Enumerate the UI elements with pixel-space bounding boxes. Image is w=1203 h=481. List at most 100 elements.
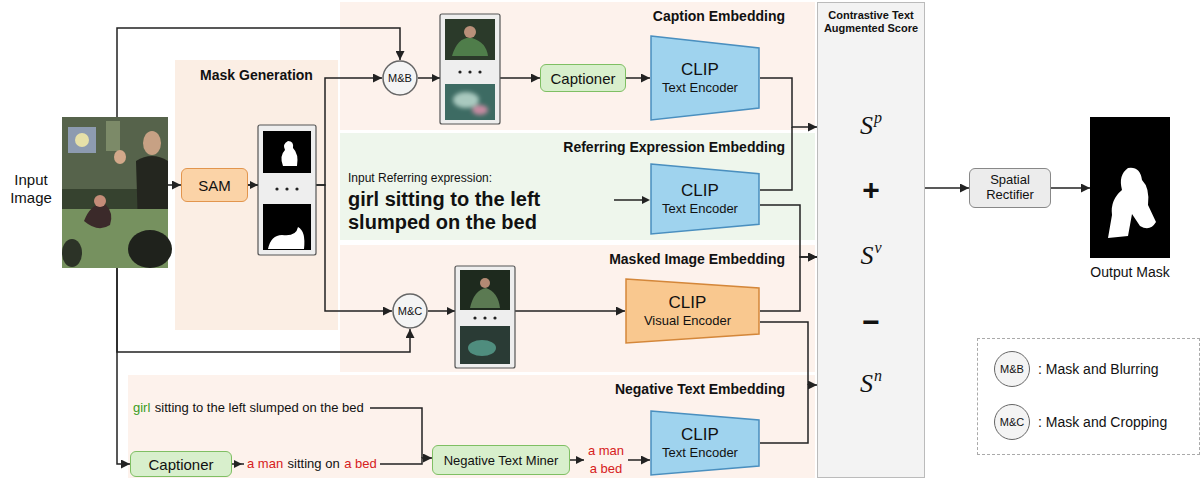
node-label: CLIP (669, 293, 707, 313)
label-group: + (817, 173, 925, 206)
score-symbol: p (874, 110, 882, 126)
label-group: − (817, 305, 925, 338)
node-label: SAM (198, 177, 231, 194)
drawing-part (472, 105, 488, 115)
drawing-part (760, 322, 808, 385)
drawing-part (468, 340, 496, 356)
drawing-part (370, 408, 422, 458)
label-group: a mansitting ona bed (244, 456, 380, 471)
score-symbol: S (860, 368, 873, 399)
captioner-box: Captioner (130, 451, 232, 477)
node-label: Input Image (4, 171, 58, 207)
drawing-part (234, 460, 242, 468)
trapezoid-shape (651, 411, 759, 475)
text-encoder: CLIPText Encoder (650, 410, 760, 476)
node-label: CLIP (681, 181, 719, 201)
legend-symbol-label: M&C (1000, 416, 1024, 428)
legend-symbol: M&C (994, 404, 1030, 440)
flow-arrow (168, 184, 181, 186)
drawing-part (464, 26, 476, 38)
node-label: Text Encoder (662, 445, 738, 461)
drawing-part (483, 316, 486, 319)
trapezoid-shape (651, 164, 759, 234)
node-label: Negative Text Miner (444, 453, 559, 468)
panel-heading: Mask Generation (175, 67, 338, 83)
legend-text: : Mask and Cropping (1038, 414, 1167, 430)
drawing-part (440, 14, 500, 124)
cropped-masks (455, 266, 515, 368)
drawing-part (473, 316, 476, 319)
caption-text: girl (133, 400, 150, 415)
label-group: Sv (817, 240, 925, 271)
input-image: Input Image (62, 117, 168, 268)
operator-symbol: − (862, 305, 880, 338)
visual-encoder: CLIPVisual Encoder (625, 278, 760, 344)
drawing-part (128, 230, 172, 268)
drawing-part (445, 19, 495, 60)
score-symbol: v (874, 240, 881, 256)
legend-box: M&B : Mask and BlurringM&C : Mask and Crop… (977, 338, 1200, 455)
drawing-part (458, 70, 461, 73)
caption-embedding-panel: Caption EmbeddingM&BCaptionerCLIPText En… (340, 2, 815, 130)
flow-arrow (925, 187, 969, 189)
negative-text: a bed (590, 461, 623, 477)
drawing-part (281, 141, 297, 166)
drawing-part (452, 38, 488, 56)
flow-arrow (1051, 187, 1090, 189)
legend-row: M&C : Mask and Cropping (994, 404, 1167, 440)
drawing-part (447, 307, 455, 315)
caption-text: a man (247, 456, 283, 471)
flow-arrow (760, 205, 817, 257)
drawing-part (760, 127, 792, 190)
drawing-part (453, 92, 488, 115)
node-label: Text Encoder (662, 201, 738, 217)
legend-text: : Mask and Blurring (1038, 361, 1159, 377)
drawing-part (493, 316, 496, 319)
node-label: Captioner (148, 456, 213, 473)
node-label: CLIP (681, 60, 719, 80)
negative-text: a man (588, 443, 624, 459)
drawing-part (263, 131, 311, 173)
node-label: Visual Encoder (644, 313, 731, 329)
score-symbol: n (874, 368, 882, 384)
rectifier-box: Spatial Rectifier (969, 168, 1051, 208)
drawing-part (642, 196, 650, 204)
flow-arrow (760, 257, 817, 311)
circle-shape (393, 294, 427, 328)
caption-text: a bed (344, 456, 377, 471)
mask-stack (258, 125, 316, 255)
flow-arrow (117, 268, 410, 352)
legend-symbol: M&B (994, 351, 1030, 387)
flow-arrow (760, 78, 817, 127)
node-label: Input Referring expression: (348, 171, 492, 185)
drawing-part (1108, 168, 1156, 238)
mask-blur-op: M&B (382, 60, 418, 96)
legend-row: M&B : Mask and Blurring (994, 351, 1159, 387)
output-mask: Output Mask (1090, 117, 1170, 258)
drawing-part (106, 121, 120, 151)
legend-symbol-label: M&B (1000, 363, 1024, 375)
panel-heading: Negative Text Embedding (615, 381, 785, 397)
caption-text: sitting to the left slumped on the bed (155, 400, 364, 415)
drawing-part (468, 70, 471, 73)
circle-shape (383, 61, 417, 95)
input-photo (62, 117, 172, 268)
trapezoid-shape (651, 36, 759, 120)
drawing-part (62, 239, 82, 267)
masked-image-panel: Masked Image EmbeddingM&CCLIPVisual Enco… (340, 245, 815, 372)
captioner-box: Captioner (540, 64, 626, 92)
label-group: Sn (817, 368, 925, 399)
panel-heading: Masked Image Embedding (609, 251, 785, 267)
label-group: girl sitting to the left slumped on the b… (133, 400, 364, 415)
label-group: a man a bed (584, 443, 628, 476)
drawing-part (455, 266, 515, 368)
drawing-part (275, 187, 278, 190)
blurred-crops (440, 14, 500, 124)
drawing-part (478, 70, 481, 73)
merge-lines (370, 127, 808, 458)
drawing-part (460, 326, 510, 364)
node-label: M&B (388, 72, 412, 84)
text-encoder: CLIPText Encoder (650, 163, 760, 235)
panel-heading: Referring Expression Embedding (563, 139, 785, 155)
